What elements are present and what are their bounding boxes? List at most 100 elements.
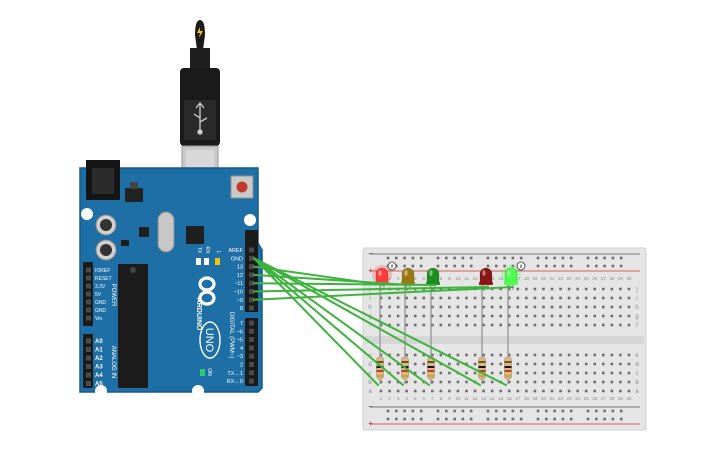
breadboard-hole[interactable] xyxy=(465,380,468,384)
analog-pin-hole[interactable] xyxy=(86,355,91,361)
led-red[interactable] xyxy=(372,265,392,290)
power-pin-hole[interactable] xyxy=(86,315,91,321)
breadboard-hole[interactable] xyxy=(490,296,494,300)
rail-hole[interactable] xyxy=(603,264,606,268)
breadboard-hole[interactable] xyxy=(559,323,562,327)
rail-hole[interactable] xyxy=(553,417,556,421)
breadboard-hole[interactable] xyxy=(559,296,562,300)
rail-hole[interactable] xyxy=(586,256,590,260)
rail-hole[interactable] xyxy=(569,264,573,268)
breadboard-hole[interactable] xyxy=(456,362,460,366)
breadboard-hole[interactable] xyxy=(422,314,426,318)
breadboard-hole[interactable] xyxy=(516,314,520,318)
breadboard-hole[interactable] xyxy=(396,389,400,393)
rail-hole[interactable] xyxy=(595,264,598,268)
breadboard-hole[interactable] xyxy=(482,314,485,318)
rail-hole[interactable] xyxy=(436,417,440,421)
breadboard-hole[interactable] xyxy=(516,389,520,393)
breadboard-hole[interactable] xyxy=(473,314,477,318)
breadboard-hole[interactable] xyxy=(473,353,477,357)
breadboard-hole[interactable] xyxy=(602,371,605,375)
breadboard-hole[interactable] xyxy=(448,362,451,366)
breadboard-hole[interactable] xyxy=(388,305,391,309)
breadboard-hole[interactable] xyxy=(422,305,426,309)
breadboard-hole[interactable] xyxy=(507,389,511,393)
breadboard-hole[interactable] xyxy=(559,380,562,384)
breadboard-hole[interactable] xyxy=(550,353,554,357)
power-pin-hole[interactable] xyxy=(86,307,91,313)
rail-hole[interactable] xyxy=(495,409,498,413)
breadboard-hole[interactable] xyxy=(550,389,554,393)
digital-pin-hole[interactable] xyxy=(249,345,254,351)
breadboard-hole[interactable] xyxy=(499,389,502,393)
led-light-green[interactable] xyxy=(501,265,521,290)
breadboard-hole[interactable] xyxy=(576,323,579,327)
breadboard-hole[interactable] xyxy=(516,323,520,327)
power-pin-hole[interactable] xyxy=(86,275,91,281)
rail-hole[interactable] xyxy=(411,264,415,268)
breadboard-hole[interactable] xyxy=(550,287,554,291)
breadboard-hole[interactable] xyxy=(499,314,502,318)
digital-pin-hole[interactable] xyxy=(249,370,254,376)
breadboard-hole[interactable] xyxy=(627,323,631,327)
breadboard-hole[interactable] xyxy=(388,362,391,366)
digital-pin-hole[interactable] xyxy=(249,247,254,253)
digital-pin-hole[interactable] xyxy=(249,328,254,334)
rail-hole[interactable] xyxy=(595,417,598,421)
breadboard-hole[interactable] xyxy=(559,287,562,291)
breadboard-hole[interactable] xyxy=(559,371,562,375)
info-icon[interactable] xyxy=(387,261,397,271)
breadboard-hole[interactable] xyxy=(525,353,528,357)
breadboard-hole[interactable] xyxy=(559,314,562,318)
breadboard-hole[interactable] xyxy=(627,380,631,384)
rail-hole[interactable] xyxy=(503,256,506,260)
breadboard-hole[interactable] xyxy=(448,314,451,318)
breadboard-hole[interactable] xyxy=(482,305,485,309)
rail-hole[interactable] xyxy=(519,409,523,413)
rail-hole[interactable] xyxy=(419,417,423,421)
rail-hole[interactable] xyxy=(395,409,398,413)
breadboard-hole[interactable] xyxy=(533,353,537,357)
rail-hole[interactable] xyxy=(395,417,398,421)
ground-wire[interactable] xyxy=(253,257,507,386)
breadboard-hole[interactable] xyxy=(619,389,622,393)
breadboard-hole[interactable] xyxy=(602,287,605,291)
breadboard-hole[interactable] xyxy=(448,371,451,375)
rail-hole[interactable] xyxy=(411,417,415,421)
breadboard-hole[interactable] xyxy=(473,305,477,309)
breadboard-hole[interactable] xyxy=(388,296,391,300)
breadboard-hole[interactable] xyxy=(550,380,554,384)
rail-hole[interactable] xyxy=(395,256,398,260)
breadboard-hole[interactable] xyxy=(550,305,554,309)
breadboard-hole[interactable] xyxy=(507,314,511,318)
rail-hole[interactable] xyxy=(461,264,465,268)
breadboard-hole[interactable] xyxy=(550,296,554,300)
breadboard-hole[interactable] xyxy=(431,305,434,309)
rail-hole[interactable] xyxy=(445,256,448,260)
rail-hole[interactable] xyxy=(469,409,473,413)
breadboard-hole[interactable] xyxy=(439,389,443,393)
breadboard-hole[interactable] xyxy=(584,380,588,384)
analog-pin-hole[interactable] xyxy=(86,347,91,352)
breadboard-hole[interactable] xyxy=(602,389,605,393)
breadboard-hole[interactable] xyxy=(396,305,400,309)
rail-hole[interactable] xyxy=(511,256,515,260)
breadboard-hole[interactable] xyxy=(516,305,520,309)
breadboard-hole[interactable] xyxy=(473,362,477,366)
breadboard-hole[interactable] xyxy=(482,380,485,384)
digital-pin-hole[interactable] xyxy=(249,264,254,270)
breadboard-hole[interactable] xyxy=(533,287,537,291)
breadboard-hole[interactable] xyxy=(533,314,537,318)
rail-hole[interactable] xyxy=(545,409,548,413)
digital-pin-hole[interactable] xyxy=(249,289,254,294)
breadboard-hole[interactable] xyxy=(507,323,511,327)
breadboard-hole[interactable] xyxy=(525,323,528,327)
rail-hole[interactable] xyxy=(445,264,448,268)
rail-hole[interactable] xyxy=(486,264,490,268)
breadboard-hole[interactable] xyxy=(627,362,631,366)
breadboard-hole[interactable] xyxy=(533,362,537,366)
breadboard-hole[interactable] xyxy=(431,323,434,327)
breadboard-hole[interactable] xyxy=(627,305,631,309)
rail-hole[interactable] xyxy=(503,417,506,421)
breadboard-hole[interactable] xyxy=(490,362,494,366)
